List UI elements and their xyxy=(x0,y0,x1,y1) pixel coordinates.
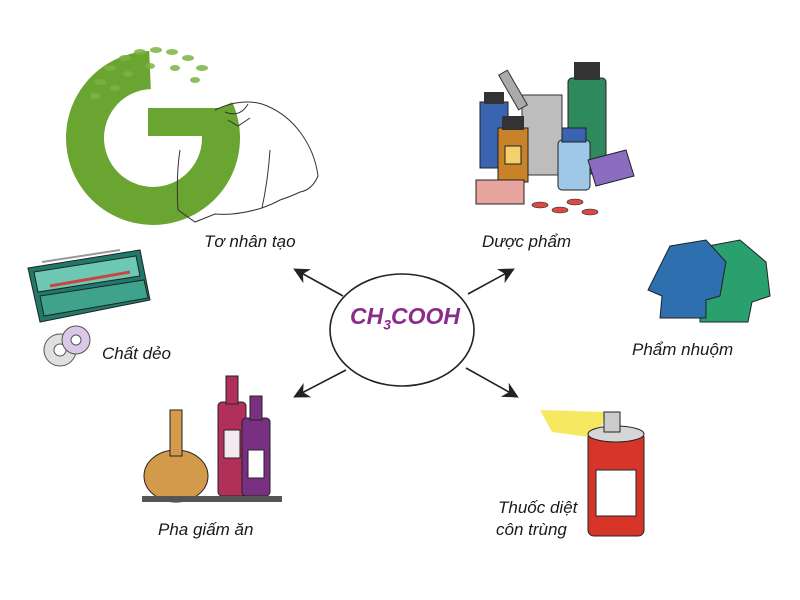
label-thuoc-diet-2: côn trùng xyxy=(496,520,567,539)
dyed-shirts-icon xyxy=(647,239,771,323)
center-ellipse xyxy=(329,273,475,387)
gia-hoang-logo xyxy=(66,47,240,225)
arrow-to-nhan-tao xyxy=(293,268,344,297)
plastic-box-icon xyxy=(27,249,151,367)
vinegar-bottles-icon xyxy=(142,375,282,503)
label-thuoc-diet-1: Thuốc diệt xyxy=(498,498,578,517)
logo-text: GIA HOÀNG xyxy=(150,95,227,109)
arrow-thuoc-diet xyxy=(465,367,519,398)
formula-pre: CH xyxy=(349,303,384,329)
center-formula: CH3COOH xyxy=(330,303,480,333)
formula-post: COOH xyxy=(391,303,461,329)
label-pham-nhuom: Phẩm nhuộm xyxy=(632,340,734,359)
label-pha-giam-an: Pha giấm ăn xyxy=(158,520,254,539)
pharmaceuticals-icon xyxy=(475,62,635,216)
formula-sub: 3 xyxy=(383,316,392,333)
label-duoc-pham: Dược phẩm xyxy=(482,232,572,251)
label-chat-deo: Chất dẻo xyxy=(102,344,171,363)
label-to-nhan-tao: Tơ nhân tạo xyxy=(204,232,296,251)
arrow-pha-giam-an xyxy=(293,369,347,398)
shirt-sketch-icon xyxy=(176,101,319,223)
insecticide-spray-icon xyxy=(540,410,645,537)
arrow-duoc-pham xyxy=(467,268,515,295)
